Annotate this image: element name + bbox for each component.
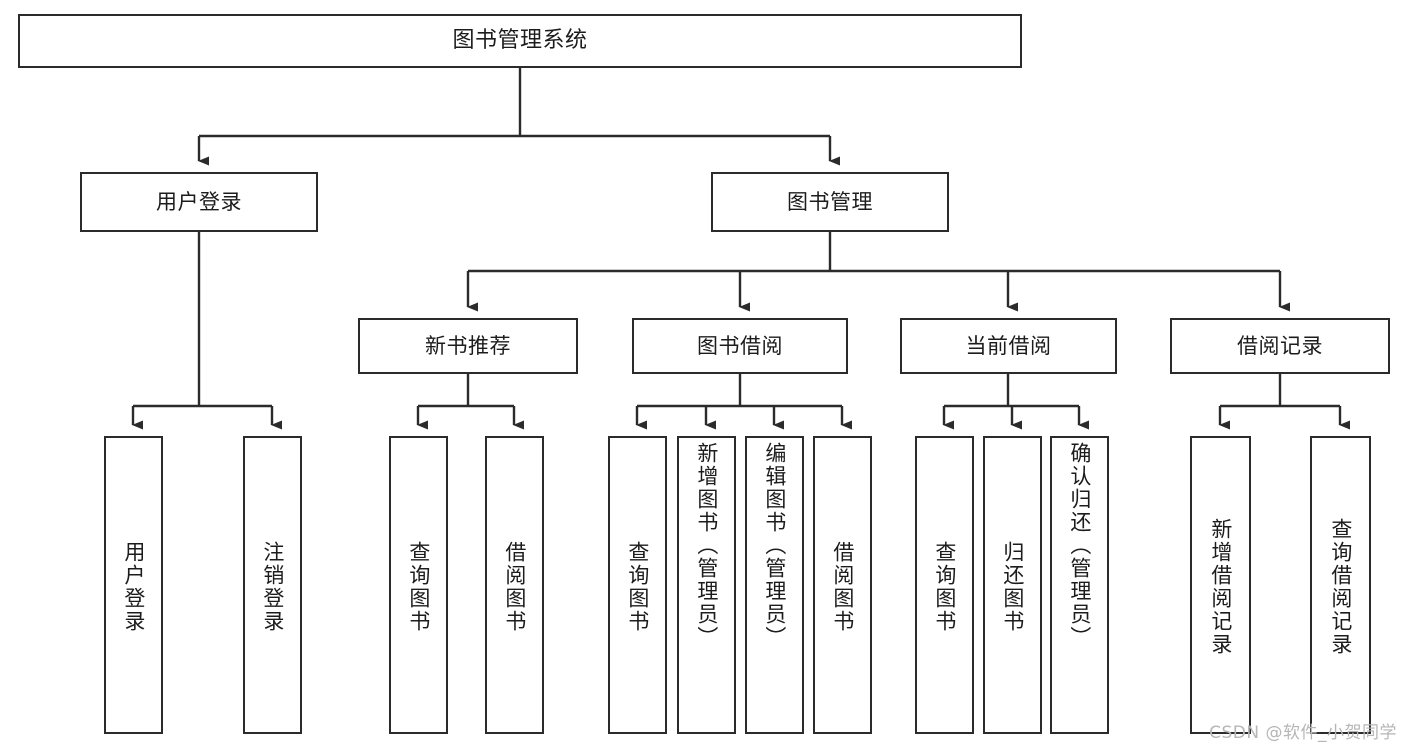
node-leaf-4[interactable]: 借阅图书 bbox=[485, 436, 544, 734]
node-leaf-13[interactable]: 查询借阅记录 bbox=[1310, 436, 1371, 734]
node-leaf-3-label: 查询图书 bbox=[406, 541, 431, 633]
node-leaf-5[interactable]: 查询图书 bbox=[608, 436, 667, 734]
watermark-text: CSDN @软件_小贺同学 bbox=[1209, 723, 1397, 743]
node-level3-3-label: 当前借阅 bbox=[965, 333, 1052, 358]
node-leaf-4-label: 借阅图书 bbox=[502, 541, 527, 633]
node-level2-1-label: 用户登录 bbox=[156, 189, 242, 214]
node-leaf-7-label: 编辑图书（管理员） bbox=[762, 442, 787, 649]
node-leaf-2[interactable]: 注销登录 bbox=[243, 436, 302, 734]
node-leaf-7[interactable]: 编辑图书（管理员） bbox=[745, 436, 804, 734]
node-leaf-10-label: 归还图书 bbox=[1000, 541, 1025, 633]
node-leaf-11-label: 确认归还（管理员） bbox=[1067, 442, 1092, 649]
node-level3-2-label: 图书借阅 bbox=[697, 333, 783, 358]
node-leaf-2-label: 注销登录 bbox=[260, 541, 285, 633]
node-leaf-12[interactable]: 新增借阅记录 bbox=[1190, 436, 1251, 734]
node-level3-4[interactable]: 借阅记录 bbox=[1170, 318, 1390, 374]
node-level3-1[interactable]: 新书推荐 bbox=[358, 318, 578, 374]
node-root-label: 图书管理系统 bbox=[452, 28, 588, 54]
node-leaf-11[interactable]: 确认归还（管理员） bbox=[1050, 436, 1109, 734]
node-leaf-12-label: 新增借阅记录 bbox=[1208, 518, 1233, 656]
node-leaf-5-label: 查询图书 bbox=[625, 541, 650, 633]
node-leaf-1[interactable]: 用户登录 bbox=[104, 436, 163, 734]
node-level2-1[interactable]: 用户登录 bbox=[80, 172, 318, 232]
node-leaf-3[interactable]: 查询图书 bbox=[389, 436, 448, 734]
node-level2-2-label: 图书管理 bbox=[787, 189, 873, 214]
node-leaf-10[interactable]: 归还图书 bbox=[983, 436, 1042, 734]
node-leaf-1-label: 用户登录 bbox=[121, 541, 146, 633]
node-leaf-6[interactable]: 新增图书（管理员） bbox=[677, 436, 736, 734]
node-leaf-9-label: 查询图书 bbox=[932, 541, 957, 633]
node-level3-1-label: 新书推荐 bbox=[425, 333, 511, 358]
node-leaf-6-label: 新增图书（管理员） bbox=[694, 442, 719, 649]
node-leaf-9[interactable]: 查询图书 bbox=[915, 436, 974, 734]
node-leaf-8[interactable]: 借阅图书 bbox=[813, 436, 872, 734]
node-level2-2[interactable]: 图书管理 bbox=[711, 172, 949, 232]
node-leaf-13-label: 查询借阅记录 bbox=[1328, 518, 1353, 656]
node-level3-3[interactable]: 当前借阅 bbox=[900, 318, 1117, 374]
node-leaf-8-label: 借阅图书 bbox=[830, 541, 855, 633]
node-level3-2[interactable]: 图书借阅 bbox=[632, 318, 848, 374]
node-root[interactable]: 图书管理系统 bbox=[18, 14, 1022, 68]
node-level3-4-label: 借阅记录 bbox=[1237, 333, 1323, 358]
